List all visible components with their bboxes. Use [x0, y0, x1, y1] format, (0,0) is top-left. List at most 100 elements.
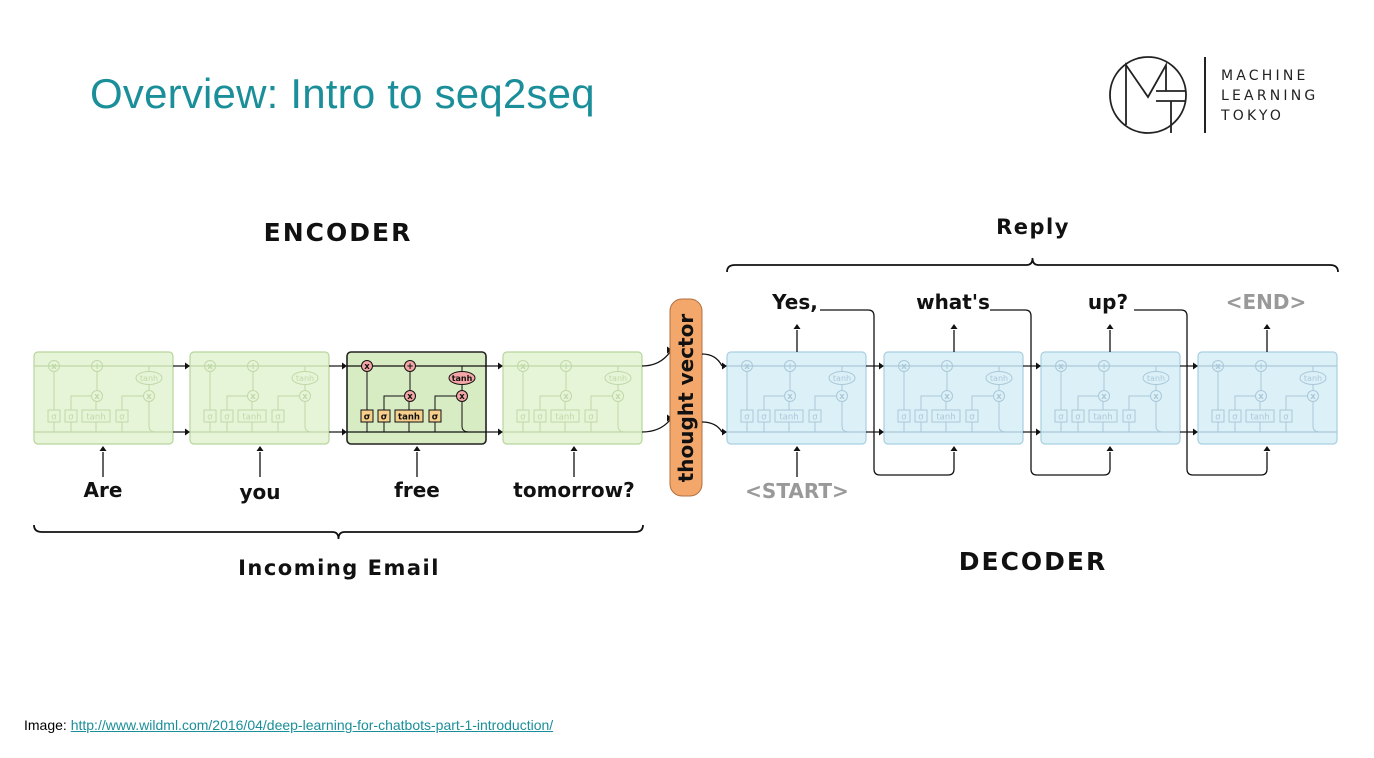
gate-label: tanh: [555, 413, 574, 423]
gate-label: σ: [51, 413, 57, 423]
op-symbol: x: [1153, 392, 1159, 402]
gate-path: [1077, 395, 1098, 410]
input-arrowhead: [570, 446, 578, 451]
op-circle: [247, 360, 259, 372]
op-symbol: +: [786, 362, 793, 372]
op-symbol: x: [459, 392, 465, 402]
input-arrowhead: [256, 446, 264, 451]
decoder-start-token: <START>: [745, 479, 849, 503]
gate-label: σ: [119, 413, 125, 423]
gate-path: [814, 395, 836, 410]
gate-label: σ: [224, 413, 230, 423]
gate-path: [383, 395, 404, 410]
op-symbol: x: [1101, 392, 1107, 402]
gate-label: σ: [364, 413, 371, 423]
logo-line: MACHINE: [1221, 68, 1309, 84]
op-symbol: +: [93, 362, 100, 372]
decoder-label: DECODER: [959, 547, 1108, 576]
gate-label: σ: [1058, 413, 1064, 423]
encoder-input-word: you: [239, 480, 280, 504]
gate-path: [1128, 395, 1150, 410]
cell-body: [189, 351, 330, 445]
output-path: [998, 402, 1007, 433]
reply-brace: [726, 257, 1339, 273]
hidden-arrowhead: [1193, 428, 1198, 436]
to-thought-arrow: [641, 419, 671, 433]
state-arrowhead: [1036, 362, 1041, 370]
encoder-label: ENCODER: [264, 218, 413, 247]
op-circle: [941, 360, 953, 372]
op-symbol: x: [207, 362, 213, 372]
op-symbol: x: [1215, 362, 1221, 372]
from-thought-arrowhead: [722, 362, 727, 370]
output-path: [148, 402, 157, 433]
gate-label: σ: [588, 413, 594, 423]
op-circle: [91, 360, 103, 372]
op-symbol: x: [302, 392, 308, 402]
gate-label: σ: [520, 413, 526, 423]
output-path: [841, 402, 850, 433]
tanh-label: tanh: [833, 374, 851, 383]
feedback-loop: [1134, 309, 1268, 476]
gate-path: [277, 395, 299, 410]
slide-title: Overview: Intro to seq2seq: [90, 70, 595, 117]
feedback-arrowhead: [1263, 446, 1271, 451]
hidden-arrowhead: [1036, 428, 1041, 436]
output-arrowhead: [1263, 324, 1271, 329]
gate-label: σ: [761, 413, 767, 423]
gate-label: σ: [969, 413, 975, 423]
output-arrowhead: [1106, 324, 1114, 329]
op-symbol: x: [407, 392, 413, 402]
decoder-output-word: <END>: [1226, 290, 1307, 314]
cell-body: [502, 351, 643, 445]
logo-mark-icon: [1109, 56, 1187, 134]
feedback-loop: [820, 309, 955, 476]
op-symbol: x: [787, 392, 793, 402]
hidden-arrowhead: [185, 428, 190, 436]
gate-path: [1285, 395, 1307, 410]
gate-label: σ: [68, 413, 74, 423]
op-circle: [1212, 360, 1224, 372]
op-symbol: +: [562, 362, 569, 372]
decoder-output-word: Yes,: [771, 290, 818, 314]
op-circle: [1255, 390, 1267, 402]
gate-label: tanh: [936, 413, 955, 423]
logo-line: LEARNING: [1221, 88, 1319, 104]
encoder-input-word: tomorrow?: [513, 478, 634, 502]
input-arrowhead: [793, 446, 801, 451]
tanh-label: tanh: [452, 374, 473, 383]
gate-label: σ: [432, 413, 439, 423]
gate-label: tanh: [86, 413, 105, 423]
source-link[interactable]: http://www.wildml.com/2016/04/deep-learn…: [70, 717, 554, 733]
gate-label: σ: [537, 413, 543, 423]
from-thought-arrow: [701, 353, 723, 367]
op-circle: [784, 390, 796, 402]
op-circle: [517, 360, 529, 372]
hidden-arrowhead: [342, 428, 347, 436]
op-symbol: +: [943, 362, 950, 372]
op-circle: [784, 360, 796, 372]
gate-label: tanh: [242, 413, 261, 423]
state-arrowhead: [342, 362, 347, 370]
footer-credit: Image: http://www.wildml.com/2016/04/dee…: [24, 717, 553, 733]
from-thought-arrow: [701, 421, 723, 433]
op-symbol: x: [996, 392, 1002, 402]
gate-label: σ: [1215, 413, 1221, 423]
output-path: [617, 402, 626, 433]
gate-label: σ: [744, 413, 750, 423]
gate-label: σ: [275, 413, 281, 423]
incoming-email-label: Incoming Email: [238, 556, 440, 580]
op-circle: [898, 360, 910, 372]
logo-text: MACHINE LEARNING TOKYO: [1221, 66, 1318, 126]
op-symbol: x: [901, 362, 907, 372]
op-symbol: x: [364, 362, 370, 372]
op-circle: [741, 360, 753, 372]
op-circle: [941, 390, 953, 402]
incoming-brace: [33, 524, 644, 540]
op-symbol: +: [1257, 362, 1264, 372]
feedback-arrowhead: [1106, 446, 1114, 451]
output-path: [461, 402, 470, 433]
